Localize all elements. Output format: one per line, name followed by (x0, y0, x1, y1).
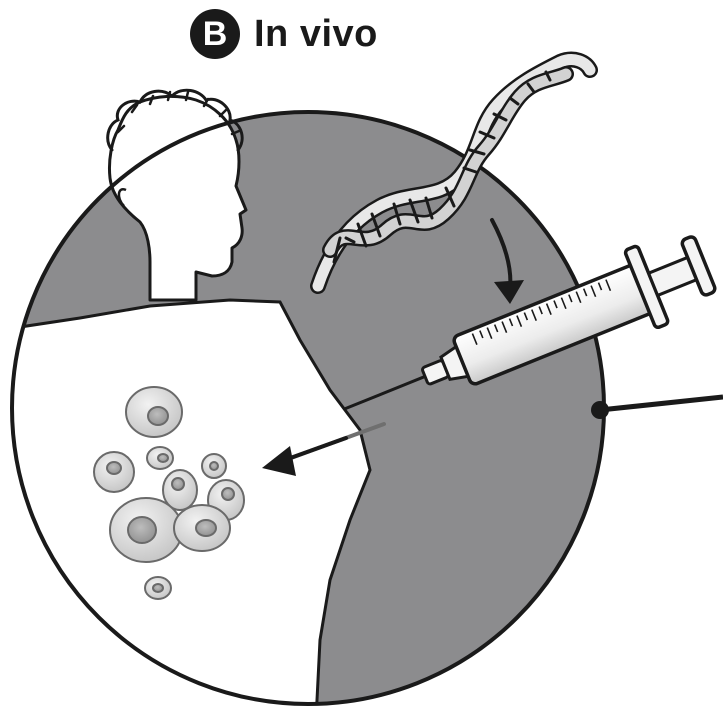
cell (125, 386, 183, 438)
connector-dot (591, 401, 609, 419)
arrow-icon (490, 218, 524, 304)
syringe-icon (344, 235, 717, 411)
dna-helix-icon (310, 51, 598, 294)
cell (93, 451, 135, 493)
cell (173, 504, 231, 552)
cell (146, 446, 174, 470)
cell (162, 469, 198, 511)
panel-label: B In vivo (190, 8, 378, 60)
connector-line (599, 394, 723, 413)
person-silhouette-icon (106, 88, 248, 302)
panel-title: In vivo (254, 12, 378, 55)
cell (109, 497, 183, 563)
cell (144, 576, 172, 600)
cell (201, 453, 227, 479)
panel-letter-badge: B (190, 9, 240, 59)
cell-cluster-icon (93, 386, 245, 600)
injection-arrow (262, 422, 386, 476)
